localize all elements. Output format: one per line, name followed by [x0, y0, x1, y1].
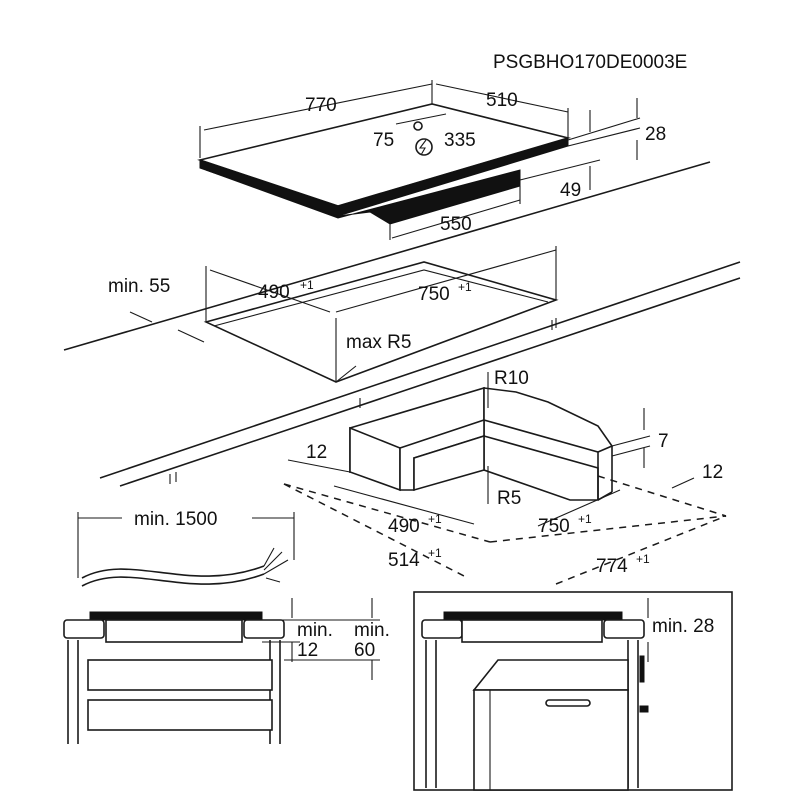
section-left-value-a: 12	[297, 640, 318, 661]
dim-outer-depth: 514	[388, 550, 420, 571]
dim-thickness: 28	[645, 124, 666, 145]
dim-outer-width-tol: +1	[636, 552, 650, 566]
lightning-icon	[415, 138, 433, 156]
hob-underbody	[205, 169, 521, 225]
dim-frame-left-gap: 12	[306, 442, 327, 463]
lightning-bolt	[418, 139, 427, 156]
dim-min-edge: min. 55	[108, 276, 170, 297]
dim-inner-width: 750	[538, 516, 570, 537]
dim-left-offset: 75	[373, 130, 394, 151]
frame-corner-detail	[287, 372, 695, 504]
cutout-outline	[129, 246, 559, 383]
dim-cutout-width: 750	[418, 284, 450, 305]
dim-inner-depth-tol: +1	[428, 512, 442, 526]
cable-entry-point	[413, 121, 423, 131]
dim-unit-height: 49	[560, 180, 581, 201]
dim-frame-height: 7	[658, 431, 669, 452]
section-drawers	[63, 598, 380, 744]
cutout-rect	[203, 261, 559, 383]
section-left-min-a: min.	[297, 620, 333, 641]
section-left-min-b: min.	[354, 620, 390, 641]
worktop-front-edge	[99, 261, 741, 479]
section-oven-panel	[413, 591, 733, 791]
hob-top-view	[197, 103, 572, 225]
dim-right-offset: 335	[444, 130, 476, 151]
dim-hob-width: 770	[305, 95, 337, 116]
dim-hob-depth: 510	[486, 90, 518, 111]
worktop-back-edge	[63, 161, 711, 351]
worktop-front-lower-edge	[119, 277, 741, 487]
dim-frame-radius-inner: R5	[497, 488, 521, 509]
diagram-code: PSGBHO170DE0003E	[493, 52, 687, 73]
dim-inner-width-tol: +1	[578, 512, 592, 526]
dim-cutout-radius: max R5	[346, 332, 411, 353]
top-dimensions	[199, 80, 641, 240]
dim-cutout-width-tol: +1	[458, 280, 472, 294]
dim-cutout-depth-tol: +1	[300, 278, 314, 292]
dim-inner-depth: 490	[388, 516, 420, 537]
section-left-value-b: 60	[354, 640, 375, 661]
section-right-clearance: min. 28	[652, 616, 714, 637]
dim-cutout-depth: 490	[258, 282, 290, 303]
power-cable	[77, 512, 295, 587]
dim-outer-width: 774	[596, 556, 628, 577]
dim-frame-right-gap: 12	[702, 462, 723, 483]
dim-cable-length: min. 1500	[134, 509, 217, 530]
frame-footprint-dashed	[283, 475, 727, 585]
worktop	[63, 161, 741, 487]
dim-bottom-width: 550	[440, 214, 472, 235]
dim-frame-radius-outer: R10	[494, 368, 529, 389]
dim-outer-depth-tol: +1	[428, 546, 442, 560]
